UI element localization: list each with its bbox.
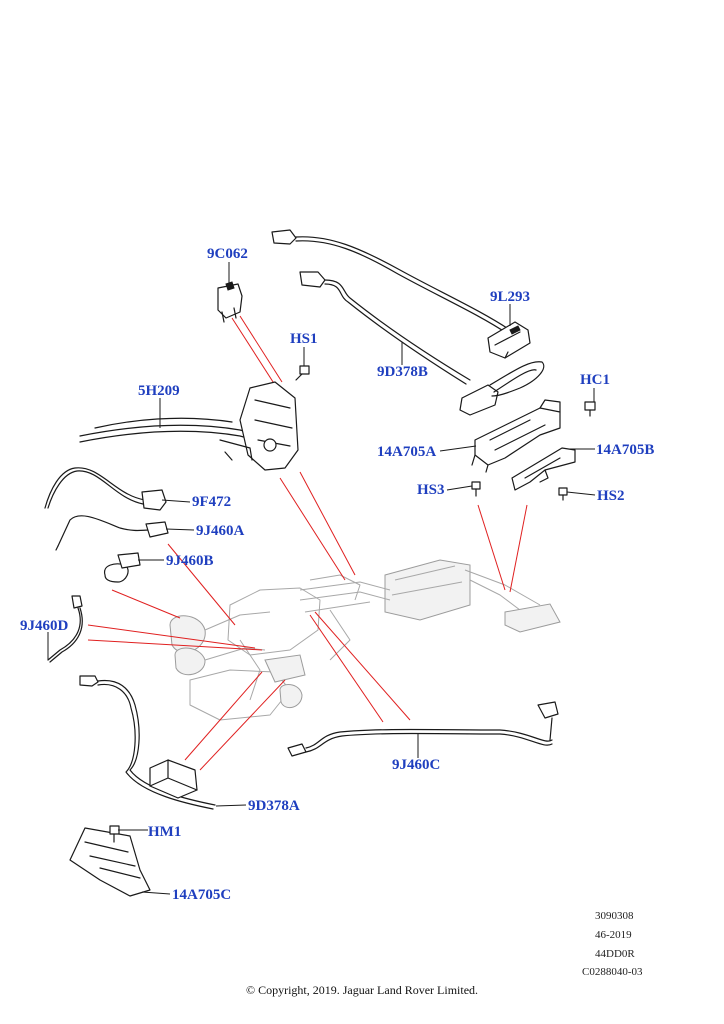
callout-hs2[interactable]: HS2 xyxy=(597,488,625,504)
bracket-14a705a xyxy=(471,399,561,473)
callout-hs3[interactable]: HS3 xyxy=(417,482,445,498)
callout-9j460d[interactable]: 9J460D xyxy=(20,618,69,634)
sensor-9f472 xyxy=(44,467,167,511)
callout-9j460c[interactable]: 9J460C xyxy=(392,757,441,773)
bracket-5h209 xyxy=(79,381,299,471)
reference-lines xyxy=(87,315,528,771)
harness-9d378b xyxy=(459,361,545,416)
copyright-footer: © Copyright, 2019. Jaguar Land Rover Lim… xyxy=(245,983,479,997)
connector-9l293 xyxy=(487,321,531,359)
sensor-9d378a xyxy=(79,675,216,810)
callout-9j460b[interactable]: 9J460B xyxy=(166,553,214,569)
callout-leaders xyxy=(47,262,596,895)
callout-hs1[interactable]: HS1 xyxy=(290,331,318,347)
sensor-9j460d xyxy=(47,595,83,663)
bracket-14a705c xyxy=(69,825,151,897)
callout-9c062[interactable]: 9C062 xyxy=(207,246,248,262)
sensor-9c062 xyxy=(217,281,243,323)
sensor-9j460c xyxy=(287,701,559,757)
callout-9f472[interactable]: 9F472 xyxy=(192,494,232,510)
callout-14a705a[interactable]: 14A705A xyxy=(377,444,437,460)
reference-line-1: 3090308 xyxy=(595,910,634,922)
exhaust-assembly-ghost xyxy=(169,559,561,721)
sensor-9j460a xyxy=(55,515,169,551)
callout-hm1[interactable]: HM1 xyxy=(148,824,182,840)
callout-5h209[interactable]: 5H209 xyxy=(138,383,180,399)
reference-line-2: 46-2019 xyxy=(595,929,632,941)
callout-9d378b[interactable]: 9D378B xyxy=(377,364,428,380)
bolts-hs xyxy=(471,481,568,501)
callout-9d378a[interactable]: 9D378A xyxy=(248,798,300,814)
callout-9j460a[interactable]: 9J460A xyxy=(196,523,245,539)
reference-line-4: C0288040-03 xyxy=(582,966,643,978)
bolt-hs1 xyxy=(295,365,310,381)
callout-hc1[interactable]: HC1 xyxy=(580,372,610,388)
callout-9l293[interactable]: 9L293 xyxy=(490,289,531,305)
bracket-14a705b xyxy=(511,447,576,491)
sensor-9j460b xyxy=(103,552,141,583)
callout-14a705b[interactable]: 14A705B xyxy=(596,442,655,458)
oxygen-sensor-upper xyxy=(271,229,511,385)
callout-14a705c[interactable]: 14A705C xyxy=(172,887,232,903)
reference-line-3: 44DD0R xyxy=(595,948,635,960)
bolt-hc1 xyxy=(584,401,596,417)
